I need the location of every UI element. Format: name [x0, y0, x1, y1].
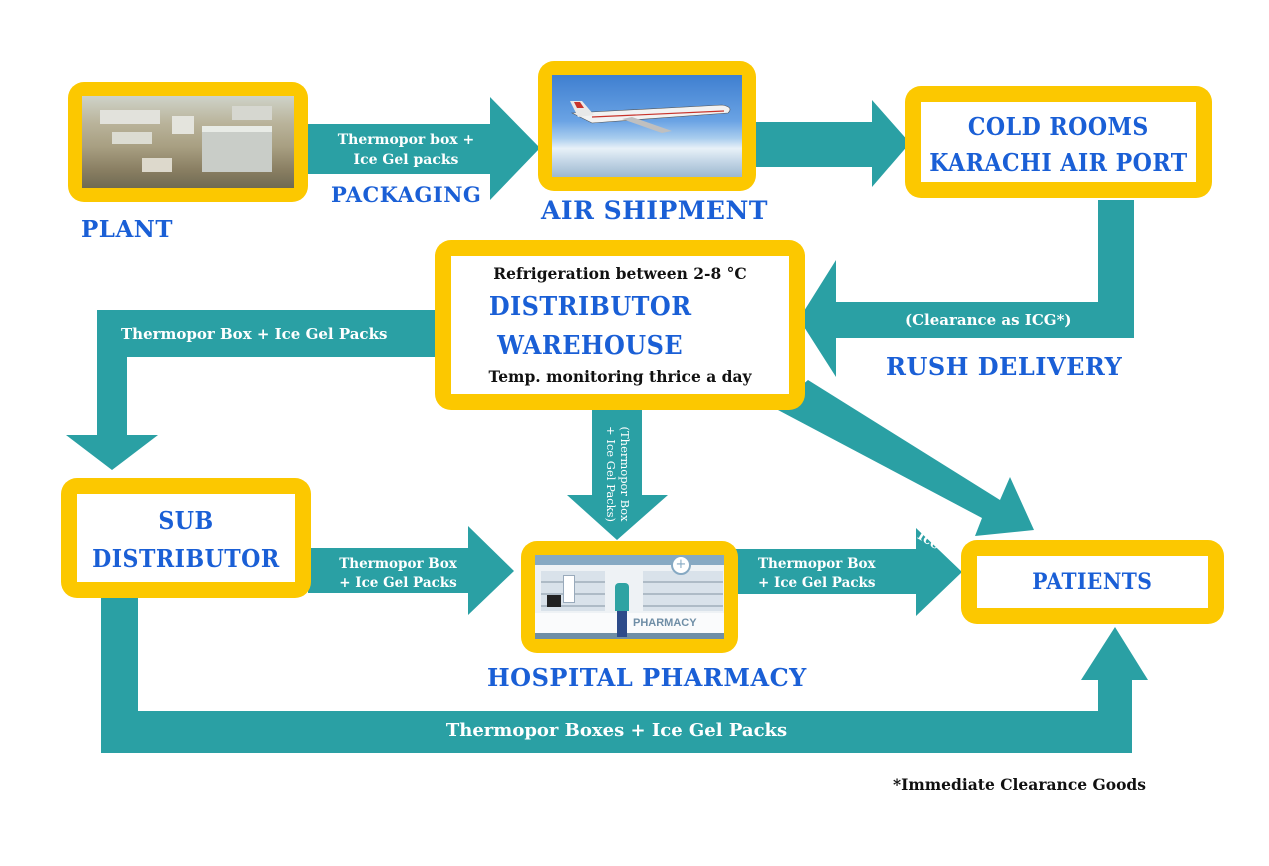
arrow-text-line: + Ice Gel Packs) [604, 426, 618, 522]
arrow-plant-to-air [304, 97, 540, 200]
node-air-shipment[interactable] [538, 61, 756, 191]
arrow-warehouse-to-patients [778, 380, 1034, 536]
factory-aerial-photo [82, 96, 294, 188]
warehouse-to-sub-text: Thermopor Box + Ice Gel Packs [121, 325, 388, 343]
arrow-sub-to-patients [101, 595, 1148, 753]
cold-to-warehouse-text: (Clearance as ICG*) [905, 311, 1072, 329]
node-cold-rooms[interactable]: COLD ROOMS KARACHI AIR PORT [905, 86, 1212, 198]
airplane-icon [570, 101, 731, 133]
arrow-warehouse-to-pharmacy [567, 408, 668, 540]
plus-icon: + [671, 555, 691, 575]
air-shipment-label: AIR SHIPMENT [541, 196, 768, 225]
warehouse-title: DISTRIBUTOR [488, 292, 692, 322]
node-hospital-pharmacy[interactable]: + PHARMACY [521, 541, 738, 653]
sub-to-pharmacy-text: Thermopor Box + Ice Gel Packs [318, 555, 478, 593]
warehouse-to-pharmacy-text: (Thermopor Box + Ice Gel Packs) [604, 414, 632, 534]
packaging-label: PACKAGING [331, 182, 482, 207]
plant-label: PLANT [81, 216, 173, 243]
arrow-text-line: Thermopor box + [337, 132, 475, 148]
node-sub-distributor[interactable]: SUB DISTRIBUTOR [61, 478, 311, 598]
rush-delivery-label: RUSH DELIVERY [886, 352, 1123, 381]
arrow-text-line: Ice Gel packs [353, 152, 459, 168]
arrow-warehouse-to-sub [66, 310, 437, 470]
arrow-cold-to-warehouse [799, 200, 1134, 377]
arrow-text-line: Thermopor Box [339, 556, 457, 572]
cold-rooms-subtitle: KARACHI AIR PORT [929, 148, 1188, 177]
pharmacy-to-patients-text: Thermopor Box + Ice Gel Packs [750, 555, 908, 593]
arrow-pharmacy-to-patients [735, 528, 962, 616]
sub-distributor-title: SUB [158, 506, 214, 535]
sub-to-patients-text: Thermopor Boxes + Ice Gel Packs [445, 720, 788, 741]
pharmacy-illustration: + PHARMACY [535, 555, 724, 639]
arrow-text-line: + Ice Gel Packs [758, 575, 876, 591]
footnote: *Immediate Clearance Goods [893, 775, 1146, 794]
node-distributor-warehouse[interactable]: Refrigeration between 2-8 °C DISTRIBUTOR… [435, 240, 805, 410]
arrow-text-line: (Thermopor Box [618, 426, 632, 522]
airplane-photo [552, 75, 742, 177]
arrow-sub-to-pharmacy [308, 526, 514, 615]
node-plant[interactable] [68, 82, 308, 202]
warehouse-subtitle: WAREHOUSE [497, 331, 683, 361]
refrigeration-note: Refrigeration between 2-8 °C [493, 264, 747, 283]
hospital-pharmacy-label: HOSPITAL PHARMACY [487, 663, 807, 692]
plant-to-air-text: Thermopor box + Ice Gel packs [316, 130, 496, 170]
arrow-text-line: Thermopor Box [758, 556, 876, 572]
sub-distributor-subtitle: DISTRIBUTOR [92, 544, 280, 573]
pharmacy-sign: PHARMACY [633, 617, 697, 629]
arrow-air-to-cold [755, 100, 910, 187]
temp-monitoring-note: Temp. monitoring thrice a day [488, 367, 752, 386]
arrow-text-line: + Ice Gel Packs [339, 575, 457, 591]
cold-rooms-title: COLD ROOMS [968, 112, 1149, 141]
patients-title: PATIENTS [1032, 569, 1153, 595]
node-patients[interactable]: PATIENTS [961, 540, 1224, 624]
